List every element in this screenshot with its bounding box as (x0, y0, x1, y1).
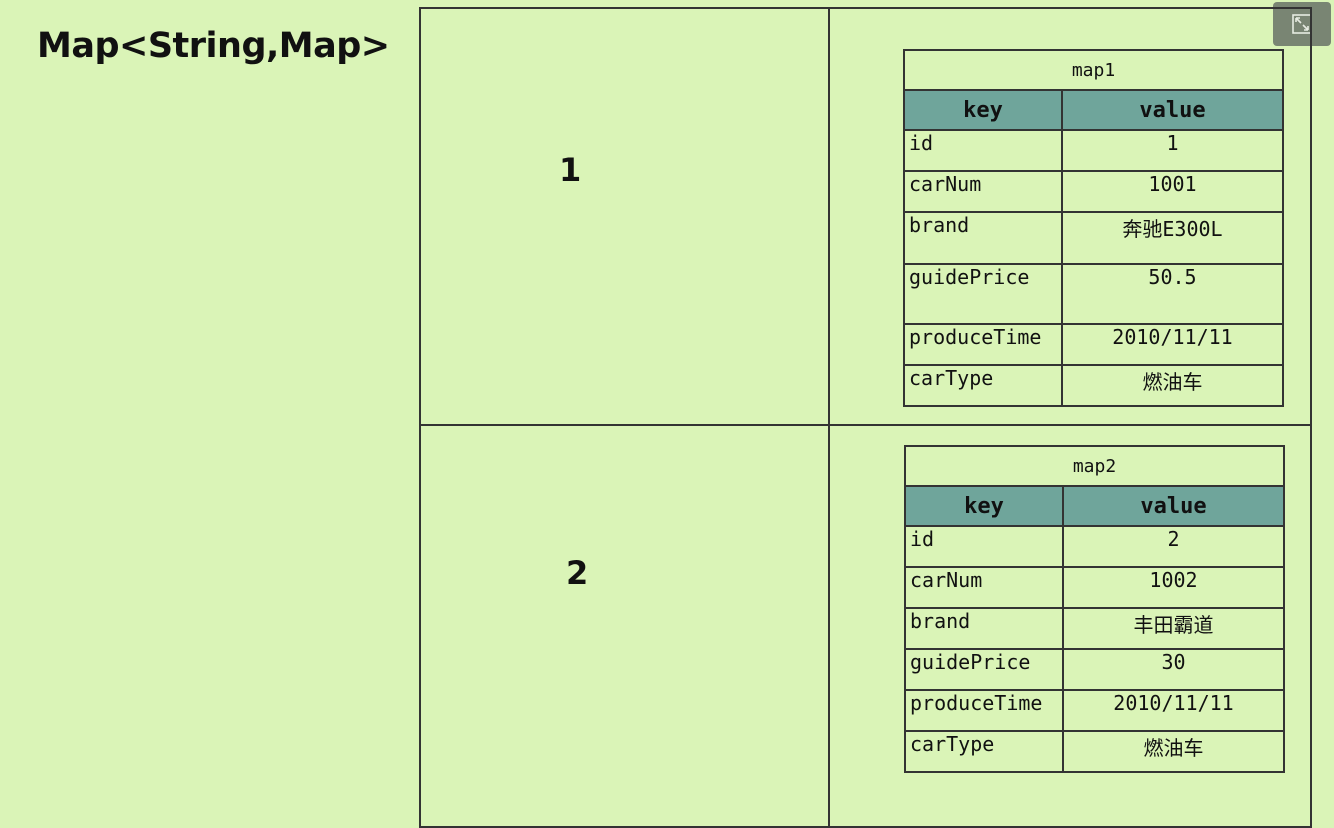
table-row: guidePrice 50.5 (903, 263, 1284, 325)
row-value: 2010/11/11 (1062, 689, 1285, 732)
table-row: carNum 1001 (903, 170, 1284, 213)
entry-key: 2 (566, 554, 589, 592)
row-key: guidePrice (904, 648, 1064, 691)
outer-map-entry: 2 map2 key value id 2 carNum 1002 brand (419, 424, 1312, 828)
table-row: id 2 (904, 525, 1285, 568)
inner-map-table: map1 key value id 1 carNum 1001 brand 奔驰… (903, 49, 1284, 407)
row-value: 2 (1062, 525, 1285, 568)
row-value: 2010/11/11 (1061, 323, 1284, 366)
table-row: id 1 (903, 129, 1284, 172)
row-value: 30 (1062, 648, 1285, 691)
row-key: id (903, 129, 1063, 172)
table-row: carNum 1002 (904, 566, 1285, 609)
row-key: produceTime (904, 689, 1064, 732)
table-row: carType 燃油车 (904, 730, 1285, 773)
entry-key: 1 (559, 151, 582, 189)
outer-map-entry: 1 map1 key value id 1 carNum 1001 brand (419, 7, 1312, 426)
table-row: brand 奔驰E300L (903, 211, 1284, 265)
map-name: map1 (903, 49, 1284, 91)
header-key: key (904, 485, 1064, 527)
row-value: 50.5 (1061, 263, 1284, 325)
table-row: produceTime 2010/11/11 (903, 323, 1284, 366)
row-key: produceTime (903, 323, 1063, 366)
outer-key-cell: 2 (419, 424, 830, 828)
page-title: Map<String,Map> (37, 26, 390, 66)
row-key: carNum (904, 566, 1064, 609)
inner-map-table: map2 key value id 2 carNum 1002 brand 丰田… (904, 445, 1285, 773)
outer-value-cell: map2 key value id 2 carNum 1002 brand 丰田… (828, 424, 1312, 828)
row-value: 燃油车 (1061, 364, 1284, 407)
header-key: key (903, 89, 1063, 131)
table-row: carType 燃油车 (903, 364, 1284, 407)
row-value: 丰田霸道 (1062, 607, 1285, 650)
table-row: guidePrice 30 (904, 648, 1285, 691)
row-key: carNum (903, 170, 1063, 213)
row-value: 奔驰E300L (1061, 211, 1284, 265)
row-key: brand (904, 607, 1064, 650)
row-value: 1 (1061, 129, 1284, 172)
outer-map-table: 1 map1 key value id 1 carNum 1001 brand (419, 7, 1312, 828)
outer-value-cell: map1 key value id 1 carNum 1001 brand 奔驰… (828, 7, 1312, 426)
table-row: brand 丰田霸道 (904, 607, 1285, 650)
row-key: carType (903, 364, 1063, 407)
row-key: guidePrice (903, 263, 1063, 325)
header-value: value (1061, 89, 1284, 131)
header-value: value (1062, 485, 1285, 527)
outer-key-cell: 1 (419, 7, 830, 426)
row-key: carType (904, 730, 1064, 773)
row-key: brand (903, 211, 1063, 265)
row-key: id (904, 525, 1064, 568)
row-value: 1002 (1062, 566, 1285, 609)
table-row: produceTime 2010/11/11 (904, 689, 1285, 732)
row-value: 1001 (1061, 170, 1284, 213)
map-name: map2 (904, 445, 1285, 487)
row-value: 燃油车 (1062, 730, 1285, 773)
